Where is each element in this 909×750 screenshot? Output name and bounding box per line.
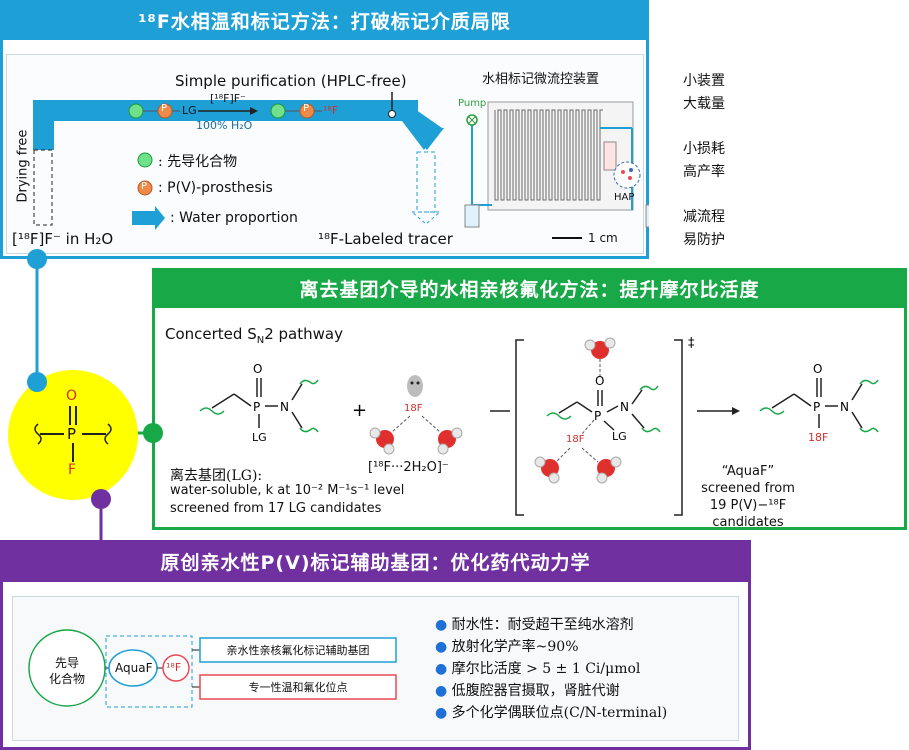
core-p-atom: P <box>67 425 77 443</box>
advantage-item: ● 低腹腔器官摄取，肾脏代谢 <box>435 683 620 699</box>
feature-item: 高产率 <box>683 164 725 180</box>
p-symbol-legend: P <box>141 181 148 192</box>
panel-3-title: 原创亲水性P(V)标记辅助基团：优化药代动力学 <box>0 540 751 582</box>
source-label: [¹⁸F]F⁻ in H₂O <box>12 230 114 248</box>
panel-2-title: 离去基团介导的水相亲核氟化方法：提升摩尔比活度 <box>152 268 907 308</box>
scale-label: 1 cm <box>588 231 618 245</box>
hydrophilic-group-box: 亲水性亲核氟化标记辅助基团 <box>226 644 370 657</box>
svg-text:LG: LG <box>252 431 267 444</box>
connector-dot-green <box>143 423 163 443</box>
feature-list: 小装置 大载量 小损耗 高产率 减流程 易防护 <box>664 70 744 252</box>
simple-purification-label: Simple purification (HPLC-free) <box>175 72 407 90</box>
svg-text:N: N <box>620 400 629 414</box>
connector-dot-blue <box>27 372 47 392</box>
svg-text:N: N <box>840 400 849 414</box>
lg-line-1: water-soluble, k at 10⁻² M⁻¹s⁻¹ level <box>170 483 405 498</box>
svg-text:P: P <box>813 400 820 414</box>
p-symbol-1: P <box>161 103 168 114</box>
svg-text:+: + <box>352 400 367 421</box>
labeling-site-box: 专一性温和氟化位点 <box>248 681 348 694</box>
core-f-atom: F <box>68 462 77 478</box>
svg-text:18F: 18F <box>566 434 585 445</box>
f18-product-label: ¹⁸F <box>323 104 339 117</box>
f18-node-label: ¹⁸F <box>166 661 182 674</box>
panel-3-graphic <box>28 629 397 708</box>
aquaf-name: “AquaF” <box>721 464 775 479</box>
advantage-item: ● 放射化学产率~90% <box>435 639 579 655</box>
panel-2-mechanism: O P N LG + 18F O P N LG 18F O P N <box>199 337 879 516</box>
feature-item: 易防护 <box>683 232 725 248</box>
feature-item: 大载量 <box>683 96 725 112</box>
svg-text:P: P <box>594 409 601 423</box>
device-title: 水相标记微流控装置 <box>482 72 600 87</box>
hap-label: HAP <box>614 192 635 203</box>
fluoride-complex-label: [¹⁸F···2H₂O]⁻ <box>368 460 449 475</box>
advantage-item: ● 摩尔比活度 > 5 ± 1 Ci/μmol <box>435 661 641 677</box>
connector-dot-purple <box>91 489 111 509</box>
core-pv-circle <box>8 370 138 500</box>
svg-text:18F: 18F <box>404 403 423 414</box>
legend-precursor: : 先导化合物 <box>158 154 238 170</box>
advantage-item: ● 耐水性：耐受超干至纯水溶剂 <box>435 617 634 633</box>
pump-label: Pump <box>458 98 487 109</box>
aquaf-node-label: AquaF <box>115 661 153 675</box>
pathway-label: Concerted SN2 pathway <box>165 325 343 346</box>
svg-text:N: N <box>280 400 289 414</box>
panel-1-flow-graphic <box>33 92 649 239</box>
advantage-list: ● 耐水性：耐受超干至纯水溶剂 ● 放射化学产率~90% ● 摩尔比活度 > 5… <box>435 614 667 724</box>
svg-text:O: O <box>253 362 262 376</box>
svg-text:P: P <box>253 400 260 414</box>
precursor-label: 先导 化合物 <box>48 656 85 686</box>
svg-text:LG: LG <box>612 430 627 443</box>
panel-1-title: ¹⁸F水相温和标记方法：打破标记介质局限 <box>0 0 649 40</box>
core-pv-structure <box>34 406 112 462</box>
advantage-item: ● 多个化学偶联位点(C/N-terminal) <box>435 705 668 721</box>
legend-prosthesis: : P(V)-prosthesis <box>158 180 273 196</box>
lg-line-2: screened from 17 LG candidates <box>170 501 382 516</box>
conditions-label: 100% H₂O <box>196 119 253 132</box>
tracer-label: ¹⁸F-Labeled tracer <box>318 230 453 248</box>
legend-water: : Water proportion <box>170 210 298 226</box>
feature-item: 小损耗 <box>683 141 725 157</box>
aquaf-line-1: screened from <box>701 481 795 496</box>
leaving-group-label: LG <box>182 104 197 117</box>
connector-dot-blue-top <box>27 249 47 269</box>
lg-title: 离去基团(LG): <box>170 468 263 484</box>
svg-text:O: O <box>813 362 822 376</box>
transition-state-mark: ‡ <box>688 336 695 351</box>
core-o-atom: O <box>66 388 78 404</box>
aquaf-line-2: 19 P(V)−¹⁸F candidates <box>709 498 787 530</box>
feature-item: 减流程 <box>683 209 725 225</box>
feature-item: 小装置 <box>683 73 725 89</box>
svg-text:O: O <box>595 374 604 388</box>
aquaf-caption: “AquaF” screened from 19 P(V)−¹⁸F candid… <box>673 463 823 531</box>
p-symbol-2: P <box>303 103 310 114</box>
svg-text:18F: 18F <box>808 431 828 444</box>
reagent-label: [¹⁸F]F⁻ <box>210 92 246 105</box>
